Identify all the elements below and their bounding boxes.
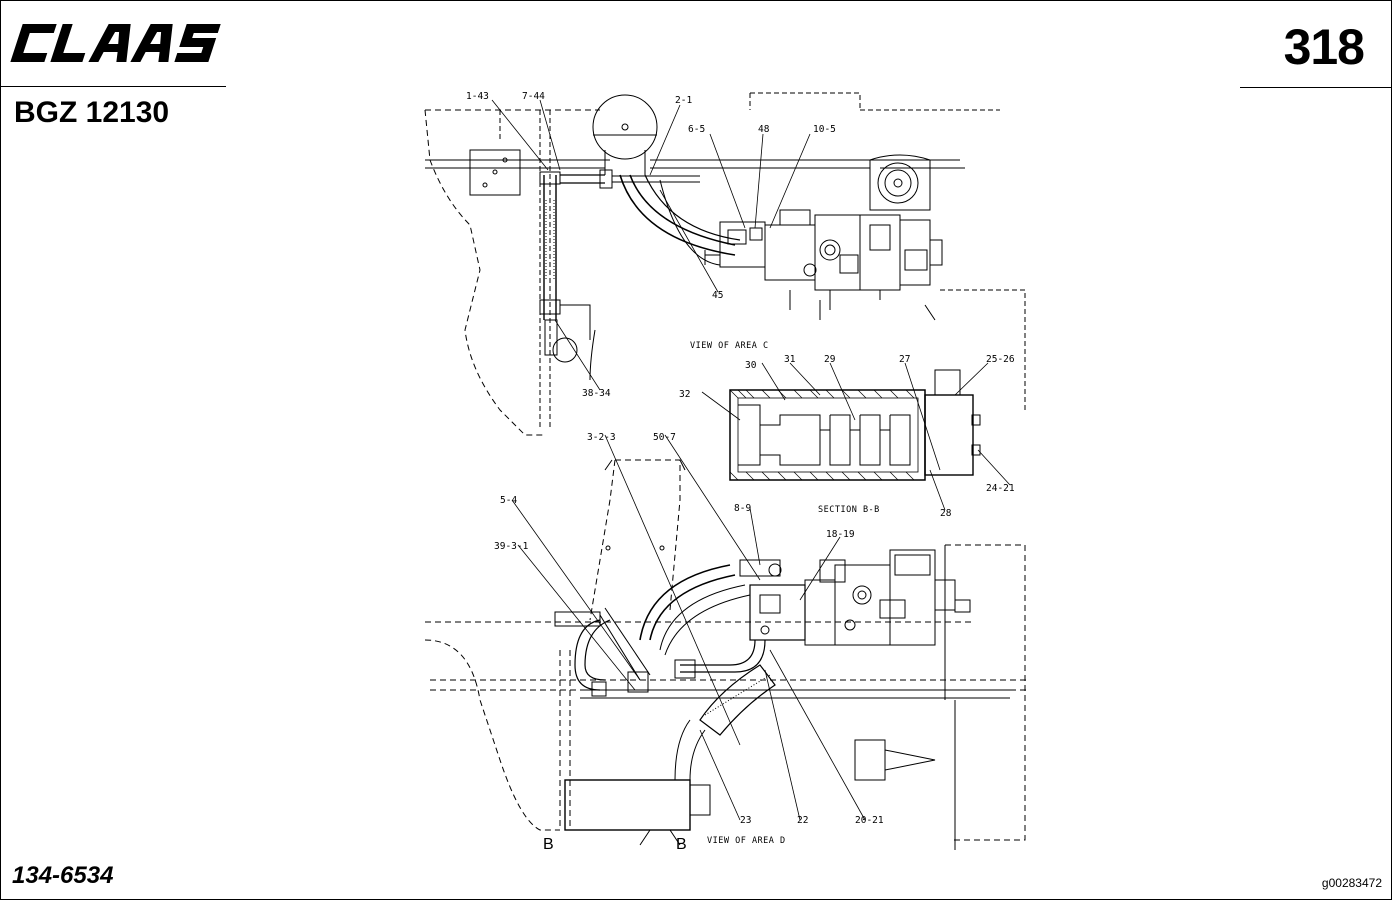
callout-48: 48	[758, 124, 770, 135]
callout-38-34: 38-34	[582, 388, 611, 399]
callout-24-21: 24-21	[986, 483, 1015, 494]
callout-20-21: 20-21	[855, 815, 884, 826]
sheet-underline	[1240, 87, 1392, 88]
callout-7-44: 7-44	[522, 91, 545, 102]
group-code: BGZ 12130	[14, 96, 170, 129]
callout-50-7: 50-7	[653, 432, 676, 443]
leader-lines	[491, 99, 1011, 821]
lower-assembly	[424, 459, 1030, 850]
callout-45: 45	[712, 290, 723, 301]
brand-underline	[0, 86, 226, 87]
callout-8-9: 8-9	[734, 503, 751, 514]
sheet-number: 318	[1283, 19, 1365, 75]
claas-logo-icon	[10, 24, 221, 62]
callout-39-3-1: 39-3-1	[494, 541, 529, 552]
section-mark-left: B	[543, 836, 554, 853]
callout-27: 27	[899, 354, 910, 365]
callout-30: 30	[745, 360, 757, 371]
caption-section-bb: SECTION B-B	[818, 505, 880, 515]
section-mark-right: B	[676, 836, 687, 853]
caption-view-area-c: VIEW OF AREA C	[690, 341, 769, 351]
section-bb	[729, 369, 981, 481]
callout-25-26: 25-26	[986, 354, 1015, 365]
callout-32: 32	[679, 389, 690, 400]
callout-6-5: 6-5	[688, 124, 705, 135]
image-id: g00283472	[1321, 876, 1382, 890]
callout-23: 23	[740, 815, 751, 826]
callout-labels: 1-43 7-44 2-1 6-5 48 10-5 45 38-34 30 31…	[466, 91, 1015, 853]
caption-view-area-d: VIEW OF AREA D	[707, 836, 786, 846]
callout-28: 28	[940, 508, 952, 519]
callout-5-4: 5-4	[500, 495, 517, 506]
parts-diagram-svg: 1-43 7-44 2-1 6-5 48 10-5 45 38-34 30 31…	[424, 91, 1030, 853]
brand-logo	[10, 20, 232, 66]
callout-1-43: 1-43	[466, 91, 489, 102]
part-number: 134-6534	[12, 862, 114, 889]
parts-diagram: 1-43 7-44 2-1 6-5 48 10-5 45 38-34 30 31…	[420, 85, 1040, 860]
callout-22: 22	[797, 815, 808, 826]
upper-assembly	[424, 92, 1026, 436]
callout-2-1: 2-1	[675, 95, 692, 106]
callout-3-2-3: 3-2-3	[587, 432, 616, 443]
callout-10-5: 10-5	[813, 124, 836, 135]
callout-18-19: 18-19	[826, 529, 855, 540]
callout-29: 29	[824, 354, 836, 365]
callout-31: 31	[784, 354, 796, 365]
